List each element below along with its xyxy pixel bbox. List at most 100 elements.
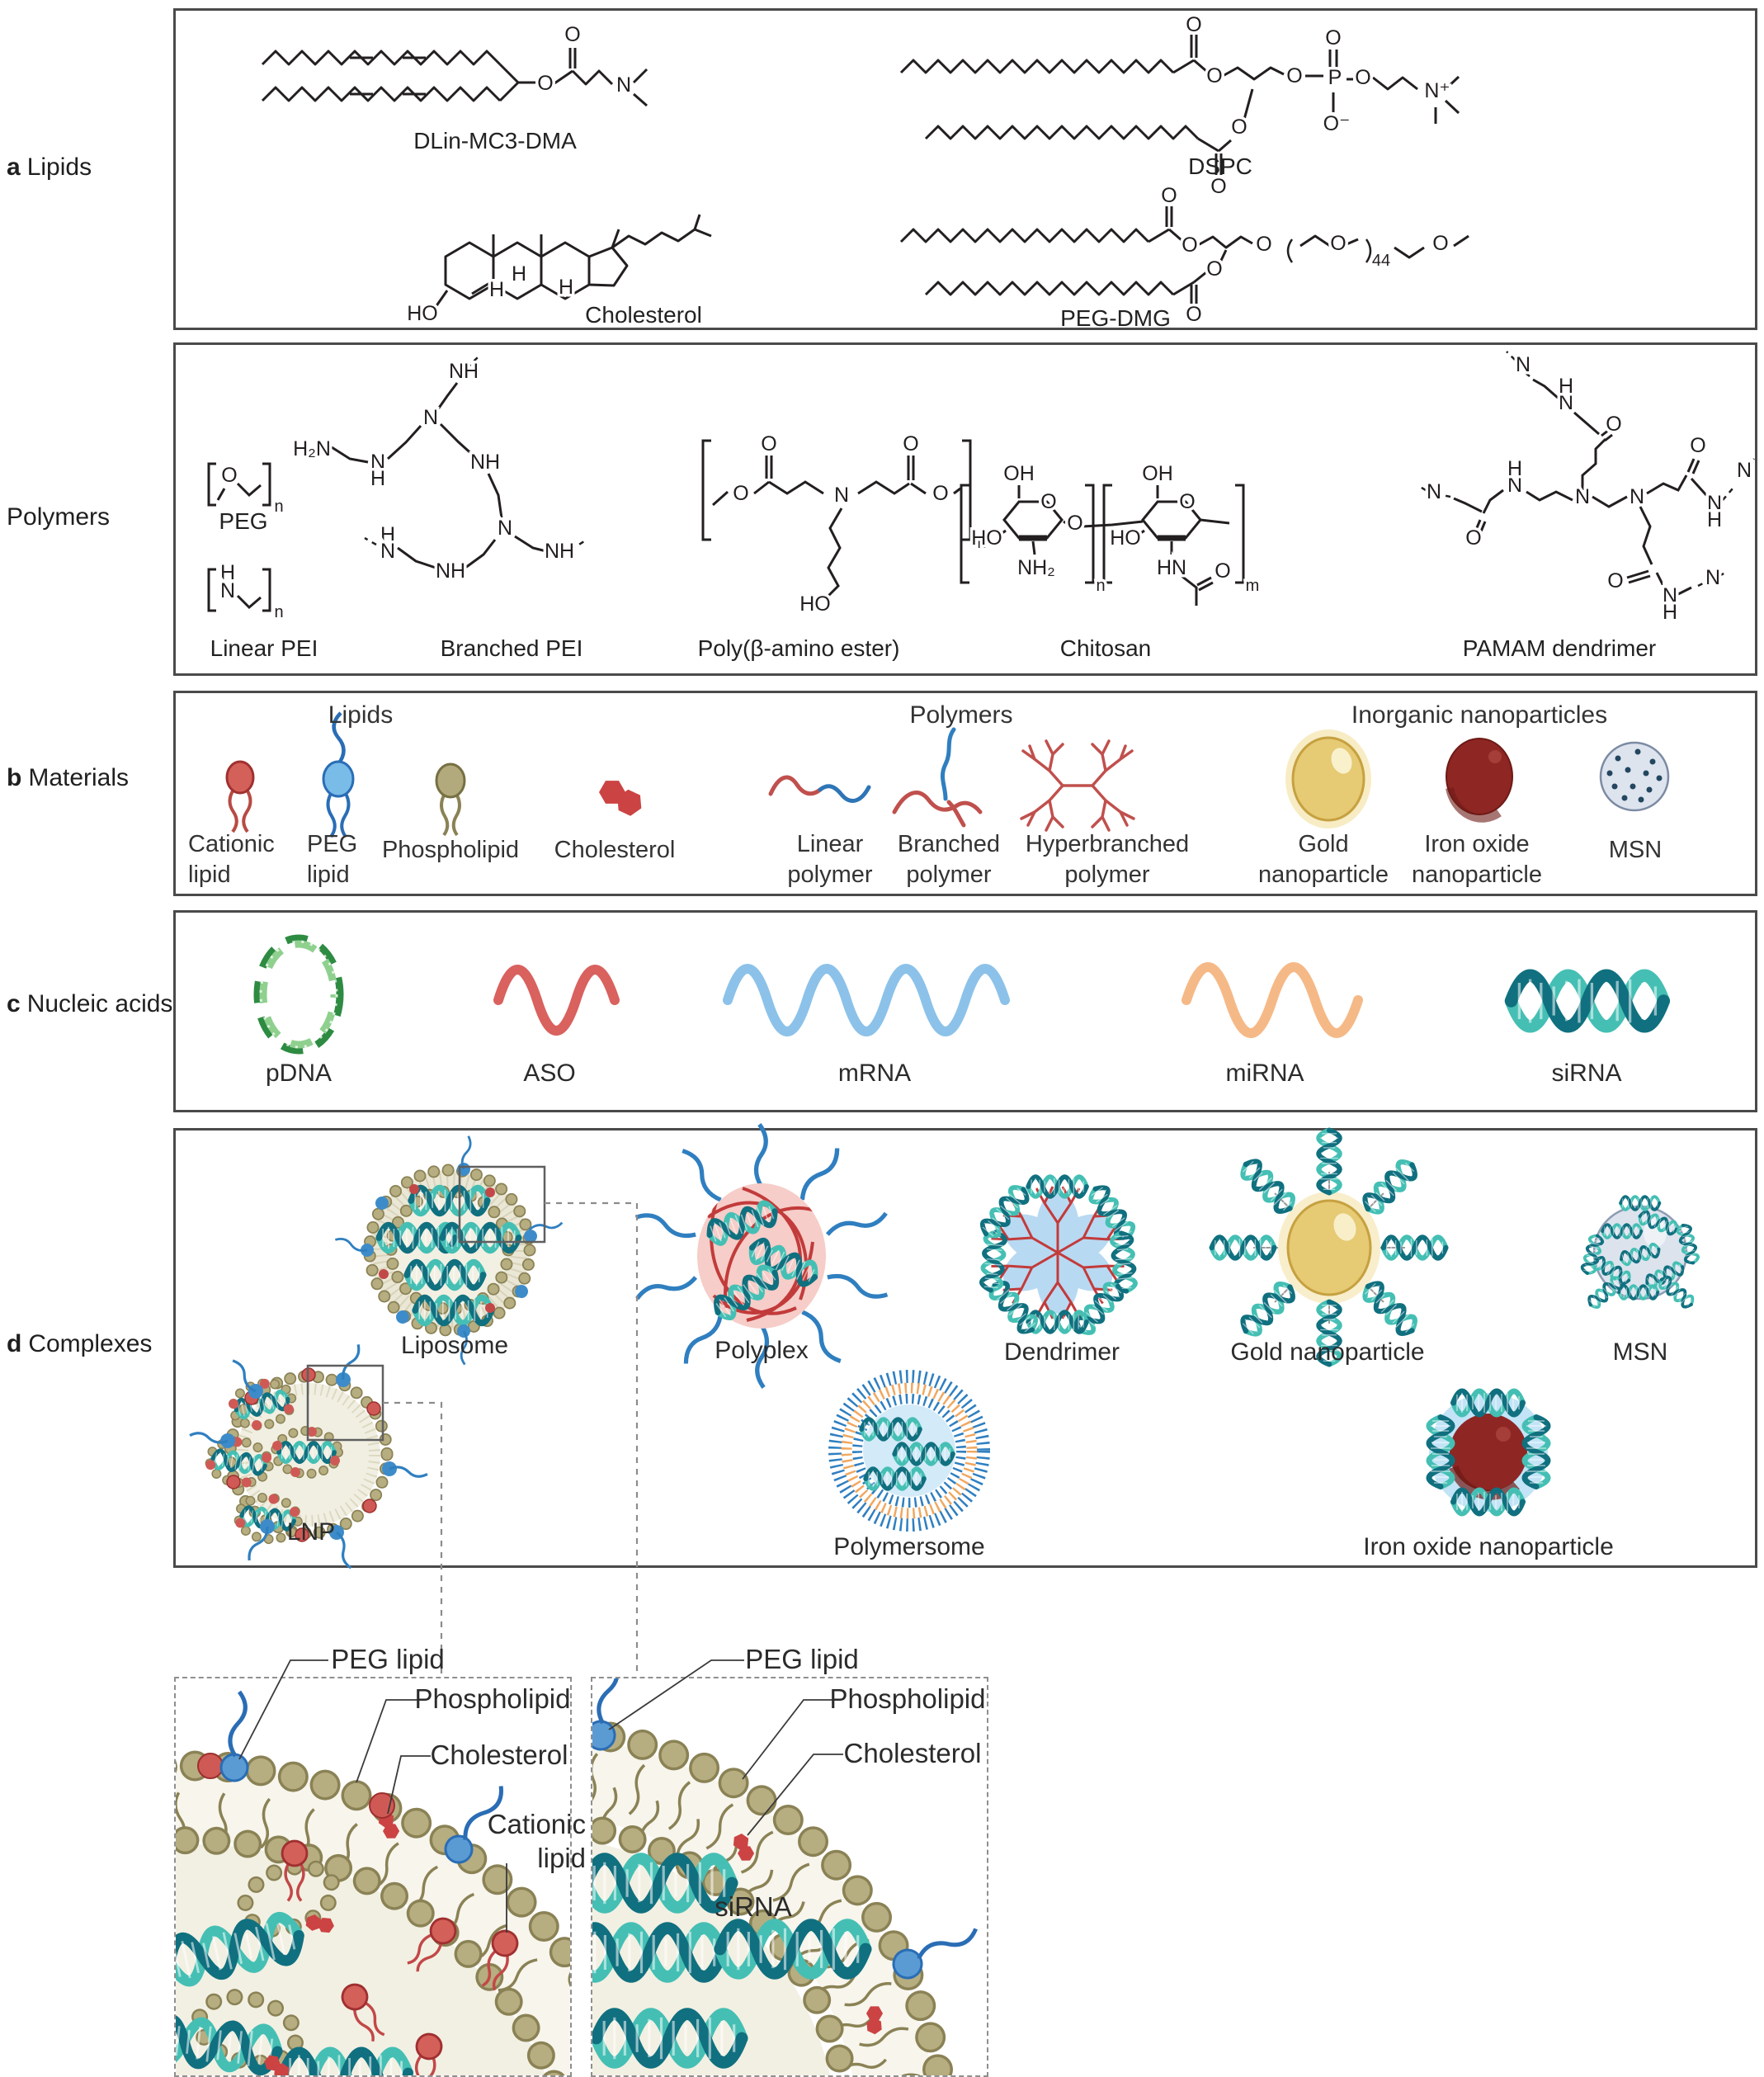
svg-text:O: O xyxy=(1465,526,1481,550)
section-tag-d: d xyxy=(7,1330,22,1357)
svg-text:N: N xyxy=(1663,584,1677,607)
svg-text:O: O xyxy=(1607,569,1623,592)
complex-liposome xyxy=(333,1135,564,1366)
svg-text:O: O xyxy=(1215,559,1230,583)
svg-text:H: H xyxy=(1507,457,1522,480)
svg-text:O: O xyxy=(1161,184,1177,207)
svg-text:O: O xyxy=(1067,512,1082,535)
svg-text:O: O xyxy=(1210,175,1226,198)
icon-mirna xyxy=(1182,962,1363,1038)
label-phospholipid: Phospholipid xyxy=(381,837,520,863)
complex-polyplex xyxy=(634,1125,888,1388)
complex-msn xyxy=(1579,1195,1701,1312)
label-dlin: DLin-MC3-DMA xyxy=(413,128,577,153)
liposome-zoom-box xyxy=(458,1165,546,1244)
svg-text:N: N xyxy=(834,484,849,507)
label-linear-polymer: Linear polymer xyxy=(787,831,873,888)
svg-text:O: O xyxy=(1182,234,1197,257)
icon-gold-nanoparticle xyxy=(1285,729,1371,828)
section-tag-b: b xyxy=(7,764,22,791)
svg-text:N: N xyxy=(220,579,235,602)
label-sirna: siRNA xyxy=(1551,1060,1622,1087)
label-linear-pei: Linear PEI xyxy=(210,635,318,661)
svg-text:NH: NH xyxy=(436,559,465,583)
label-peg-dmg: PEG-DMG xyxy=(1060,305,1171,331)
svg-text:O: O xyxy=(1606,413,1621,436)
label-peg-polymer: PEG xyxy=(219,508,268,534)
label-pbae: Poly(β-amino ester) xyxy=(697,635,900,661)
label-lnp: LNP xyxy=(286,1518,336,1546)
svg-text:N: N xyxy=(1707,492,1722,515)
header-lipids: Lipids xyxy=(328,701,394,729)
complex-gold-nanoparticle xyxy=(1212,1131,1446,1365)
svg-text:O: O xyxy=(903,432,918,456)
label-liposome: Liposome xyxy=(400,1332,509,1359)
svg-text:O: O xyxy=(1186,303,1201,326)
icon-iron-oxide-nanoparticle xyxy=(1446,738,1513,823)
structure-dlin-mc3-dma xyxy=(261,48,649,107)
inset-right-label-sirna: siRNA xyxy=(715,1891,792,1922)
label-gold-np: Gold nanoparticle xyxy=(1258,831,1389,888)
label-aso: ASO xyxy=(523,1060,576,1087)
label-pdna: pDNA xyxy=(265,1060,333,1087)
svg-text:O: O xyxy=(1432,232,1448,255)
icon-linear-polymer xyxy=(768,775,871,803)
svg-text:N: N xyxy=(1737,459,1752,482)
inset-left-label-phospholipid: Phospholipid xyxy=(414,1683,571,1714)
inset-right-label-cholesterol: Cholesterol xyxy=(843,1738,982,1768)
structure-dspc xyxy=(899,35,1460,175)
label-iron-oxide-complex: Iron oxide nanoparticle xyxy=(1363,1533,1614,1560)
icon-cholesterol xyxy=(599,781,646,819)
label-iron-oxide-np: Iron oxide nanoparticle xyxy=(1412,831,1542,888)
label-cholesterol-item: C­holesterol xyxy=(554,837,676,863)
icon-mrna xyxy=(723,964,1010,1036)
structure-peg-polymer xyxy=(207,462,271,507)
label-chitosan: Chitosan xyxy=(1059,635,1152,661)
svg-text:N: N xyxy=(380,540,395,563)
svg-text:NH: NH xyxy=(470,451,500,474)
svg-text:O: O xyxy=(564,23,580,46)
svg-text:O: O xyxy=(1256,233,1271,256)
svg-text:NH₂: NH₂ xyxy=(1017,556,1055,579)
svg-text:N: N xyxy=(1516,353,1531,376)
svg-text:O: O xyxy=(537,72,553,95)
structure-pamam xyxy=(1417,351,1755,596)
structure-dlin-atoms: O O N xyxy=(535,21,634,100)
svg-text:O: O xyxy=(1206,64,1222,87)
svg-text:HN: HN xyxy=(1157,556,1186,579)
svg-text:N: N xyxy=(498,517,512,540)
svg-text:H: H xyxy=(512,262,526,286)
structure-chitosan-atoms: OH O HO NH₂ n O OH O HO HN O m xyxy=(969,460,1262,598)
label-gold-complex: Gold nanoparticle xyxy=(1230,1338,1425,1366)
svg-text:H: H xyxy=(559,276,573,299)
svg-text:H: H xyxy=(1707,508,1722,531)
svg-text:NH: NH xyxy=(545,540,574,563)
icon-phospholipid xyxy=(435,762,466,837)
svg-text:O: O xyxy=(1186,13,1201,36)
inset-right-label-phospholipid: Phospholipid xyxy=(829,1683,986,1714)
svg-text:N: N xyxy=(1507,474,1522,497)
header-polymers: Polymers xyxy=(909,701,1013,729)
structure-branched-pei xyxy=(331,356,585,569)
label-cholesterol-struct: Cholesterol xyxy=(585,302,702,328)
zoom-connectors xyxy=(383,1201,639,1677)
svg-text:H: H xyxy=(1559,375,1573,398)
inset-liposome-graphics xyxy=(592,1678,979,2075)
structure-branched-pei-atoms: H₂N N H N NH NH N H N NH NH xyxy=(290,357,578,586)
icon-cationic-lipid xyxy=(225,760,255,833)
label-mrna: mRNA xyxy=(837,1060,912,1087)
inset-left-label-cationic: Cationic lipid xyxy=(487,1809,586,1873)
svg-text:O: O xyxy=(1040,490,1056,513)
svg-text:P: P xyxy=(1328,66,1342,89)
svg-text:H: H xyxy=(380,523,395,546)
svg-text:O: O xyxy=(1325,26,1341,50)
icon-aso xyxy=(493,965,620,1036)
icon-branched-polymer xyxy=(892,727,983,828)
liposome-peg-decorations xyxy=(333,1135,564,1366)
label-dendrimer: Dendrimer xyxy=(1003,1338,1120,1366)
svg-text:N: N xyxy=(1705,566,1720,589)
